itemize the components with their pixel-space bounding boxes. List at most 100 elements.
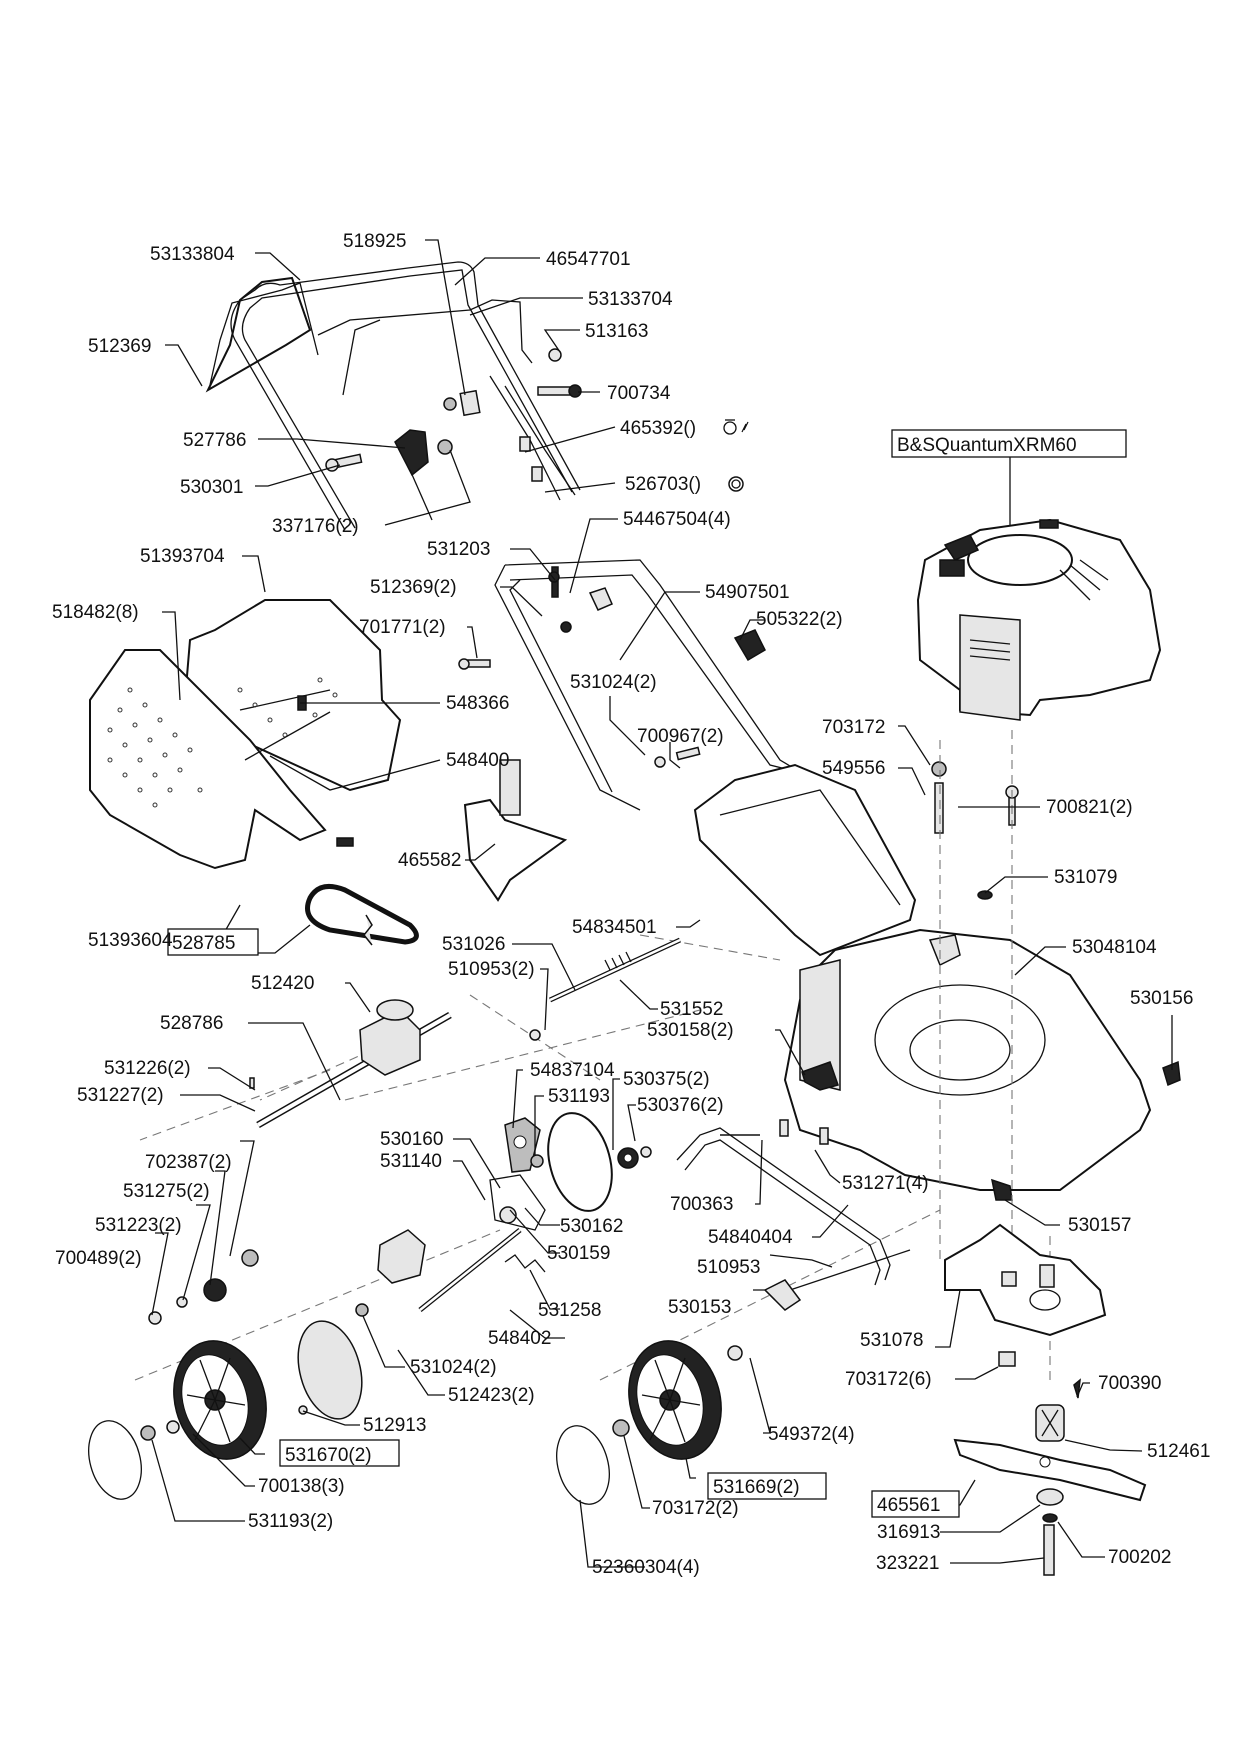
blade-465561: [953, 1438, 1147, 1502]
part-label[interactable]: 512423(2): [448, 1385, 535, 1406]
part-label[interactable]: 531227(2): [77, 1085, 164, 1106]
part-label[interactable]: 531670(2): [285, 1445, 372, 1466]
rear-axle-54840404: [676, 1061, 911, 1311]
part-label[interactable]: 700734: [607, 383, 671, 404]
part-label[interactable]: 337176(2): [272, 516, 359, 537]
part-label[interactable]: 531193: [548, 1086, 610, 1107]
throttle-label[interactable]: 465392(): [620, 418, 749, 439]
deflector-465582: [463, 759, 568, 902]
label-box-531670: [279, 1439, 400, 1467]
part-label[interactable]: 700202: [1108, 1547, 1171, 1568]
part-label[interactable]: 465582: [398, 850, 461, 871]
part-label[interactable]: 512913: [363, 1415, 426, 1436]
part-label[interactable]: 530156: [1130, 988, 1193, 1009]
part-label[interactable]: 54467504(4): [623, 509, 731, 530]
part-label[interactable]: 531226(2): [104, 1058, 191, 1079]
part-label[interactable]: 548402: [488, 1328, 551, 1349]
part-label[interactable]: 54840404: [708, 1227, 793, 1248]
part-label[interactable]: 46547701: [546, 249, 631, 270]
part-label[interactable]: 512420: [251, 973, 314, 994]
part-label[interactable]: 51393604: [88, 930, 173, 951]
part-label[interactable]: 323221: [876, 1553, 939, 1574]
part-label[interactable]: 53133804: [150, 244, 235, 265]
left-handle-bar-53133804: [205, 276, 312, 393]
part-label[interactable]: 549556: [822, 758, 885, 779]
part-label[interactable]: 531275(2): [123, 1181, 210, 1202]
part-label[interactable]: 531024(2): [570, 672, 657, 693]
part-label[interactable]: 700138(3): [258, 1476, 345, 1497]
part-label[interactable]: 531258: [538, 1300, 601, 1321]
clip-530156: [1162, 1060, 1181, 1087]
part-label[interactable]: 518482(8): [52, 602, 139, 623]
part-label[interactable]: 53133704: [588, 289, 673, 310]
part-label[interactable]: 700821(2): [1046, 797, 1133, 818]
part-label[interactable]: 530159: [547, 1243, 610, 1264]
part-label[interactable]: 54837104: [530, 1060, 615, 1081]
part-label[interactable]: 531024(2): [410, 1357, 497, 1378]
part-label[interactable]: 703172(6): [845, 1369, 932, 1390]
part-label[interactable]: 316913: [877, 1522, 940, 1543]
part-label[interactable]: 505322(2): [756, 609, 843, 630]
cables-465392-526703: [489, 375, 576, 501]
part-label[interactable]: 531552: [660, 999, 723, 1020]
baffle-531078: [944, 1223, 1107, 1337]
part-label[interactable]: 700967(2): [637, 726, 724, 747]
part-label[interactable]: 531078: [860, 1330, 923, 1351]
part-label[interactable]: 530160: [380, 1129, 443, 1150]
part-label[interactable]: 53048104: [1072, 937, 1157, 958]
part-label[interactable]: 530301: [180, 477, 243, 498]
part-label[interactable]: 702387(2): [145, 1152, 232, 1173]
part-label[interactable]: 531079: [1054, 867, 1117, 888]
part-label[interactable]: 531140: [380, 1151, 442, 1172]
part-label[interactable]: 512369(2): [370, 577, 457, 598]
part-label[interactable]: 510953: [697, 1257, 760, 1278]
part-label[interactable]: 52360304(4): [592, 1557, 700, 1578]
engine-label: B&SQuantumXRM60: [897, 435, 1077, 456]
part-label[interactable]: 527786: [183, 430, 246, 451]
part-label[interactable]: 703172: [822, 717, 885, 738]
part-label[interactable]: 51393704: [140, 546, 225, 567]
part-label[interactable]: 531271(4): [842, 1173, 929, 1194]
part-label[interactable]: 701771(2): [359, 617, 446, 638]
part-label[interactable]: 530376(2): [637, 1095, 724, 1116]
part-label[interactable]: 530153: [668, 1297, 731, 1318]
part-label[interactable]: 531193(2): [248, 1511, 333, 1532]
part-label[interactable]: 530158(2): [647, 1020, 734, 1041]
part-label[interactable]: 700390: [1098, 1373, 1161, 1394]
part-label[interactable]: 548400: [446, 750, 509, 771]
part-label[interactable]: 700363: [670, 1194, 733, 1215]
part-label[interactable]: 526703(): [625, 474, 701, 495]
part-label[interactable]: 54907501: [705, 582, 790, 603]
part-label[interactable]: 518925: [343, 231, 406, 252]
part-label[interactable]: 549372(4): [768, 1424, 855, 1445]
mower-deck-53048104: [783, 928, 1152, 1191]
height-adjust-assembly: [377, 1112, 652, 1312]
part-label[interactable]: 531203: [427, 539, 490, 560]
wheel-hardware-right: [556, 1345, 743, 1505]
part-label[interactable]: 465392(): [620, 418, 696, 439]
part-label[interactable]: 703172(2): [652, 1498, 739, 1519]
part-label[interactable]: 530375(2): [623, 1069, 710, 1090]
part-label[interactable]: 512369: [88, 336, 151, 357]
blade-adapter-512461: [1035, 1378, 1081, 1442]
part-label[interactable]: 530157: [1068, 1215, 1131, 1236]
part-label[interactable]: 54834501: [572, 917, 657, 938]
part-label[interactable]: 465561: [877, 1495, 940, 1516]
part-label[interactable]: 510953(2): [448, 959, 535, 980]
part-label[interactable]: 700489(2): [55, 1248, 142, 1269]
part-label[interactable]: 513163: [585, 321, 648, 342]
label-box-465561: [871, 1490, 960, 1518]
part-label[interactable]: 531026: [442, 934, 505, 955]
nut-703172-6: [998, 1351, 1016, 1367]
part-label[interactable]: 528786: [160, 1013, 223, 1034]
engine-label-box: [891, 429, 1127, 458]
part-label[interactable]: 531223(2): [95, 1215, 182, 1236]
throttle-symbol-icon: [723, 419, 749, 435]
part-label[interactable]: 530162: [560, 1216, 623, 1237]
brake-cable-label[interactable]: 526703(): [625, 474, 744, 495]
part-label[interactable]: 528785: [172, 933, 235, 954]
part-label[interactable]: 531669(2): [713, 1477, 800, 1498]
part-label[interactable]: 512461: [1147, 1441, 1210, 1462]
part-label[interactable]: 548366: [446, 693, 509, 714]
engine-b-and-s-quantum: [916, 518, 1162, 721]
